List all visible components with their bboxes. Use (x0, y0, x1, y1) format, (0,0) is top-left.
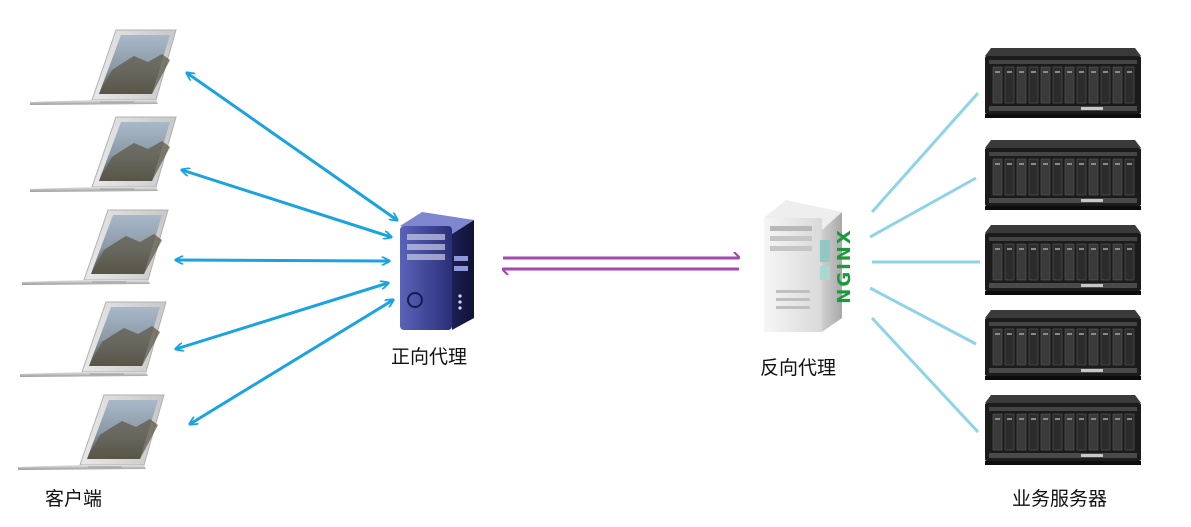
laptop-icon (30, 29, 177, 105)
client-arrow (187, 73, 397, 220)
forward-proxy-label: 正向代理 (391, 346, 468, 368)
laptop-icon (18, 394, 165, 470)
rack-server-icon (985, 395, 1141, 465)
rack-server-icon (985, 310, 1141, 380)
server-link (869, 176, 977, 239)
client-arrows (176, 73, 397, 424)
client-arrow (190, 300, 393, 424)
forward-proxy-server-icon (400, 212, 474, 330)
server-link (870, 316, 980, 434)
laptop-icon (30, 116, 177, 192)
clients-label: 客户端 (45, 488, 103, 510)
business-servers (985, 48, 1141, 465)
proxy-link-arrows (503, 258, 739, 269)
server-links (869, 92, 980, 434)
laptop-icon (20, 301, 167, 377)
server-link (869, 286, 977, 346)
nginx-logo: NGINX (834, 228, 855, 303)
servers-label: 业务服务器 (1012, 488, 1108, 510)
client-laptops (18, 29, 177, 470)
rack-server-icon (985, 48, 1141, 118)
client-arrow (176, 260, 389, 261)
client-arrow (176, 283, 388, 349)
laptop-icon (22, 209, 169, 285)
server-link (870, 92, 980, 213)
reverse-proxy-label: 反向代理 (760, 357, 837, 379)
client-arrow (182, 170, 391, 237)
rack-server-icon (985, 225, 1141, 295)
rack-server-icon (985, 140, 1141, 210)
reverse-proxy-server-icon (764, 200, 842, 332)
